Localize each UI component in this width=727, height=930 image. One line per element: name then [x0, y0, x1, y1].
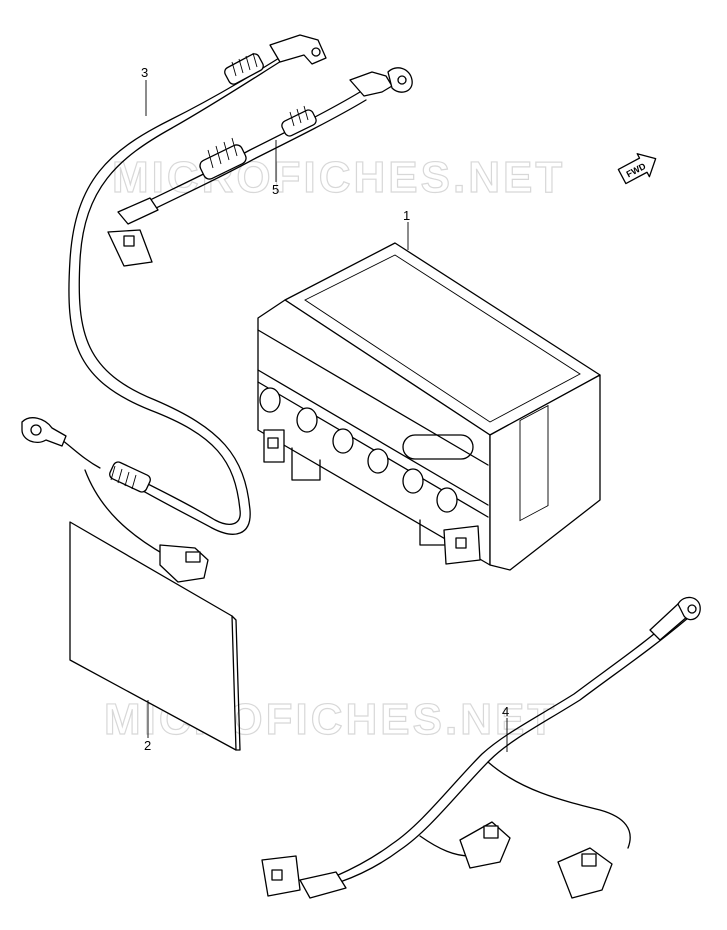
- manual-sheet-part-2[interactable]: [69, 521, 241, 751]
- battery-cells: [259, 387, 474, 513]
- callout-3: 3: [141, 65, 148, 80]
- watermark-top: MICROFICHES.NET: [112, 153, 565, 202]
- callout-5: 5: [272, 182, 279, 197]
- fwd-arrow-icon: FWD: [617, 153, 657, 185]
- cable-short-part-5[interactable]: [107, 67, 413, 267]
- harness-part-4[interactable]: [261, 596, 701, 899]
- cable-long-part-3[interactable]: [21, 34, 327, 583]
- callout-2: 2: [144, 738, 151, 753]
- callout-4: 4: [502, 704, 509, 719]
- callout-1: 1: [403, 208, 410, 223]
- battery-part-1[interactable]: [257, 242, 601, 571]
